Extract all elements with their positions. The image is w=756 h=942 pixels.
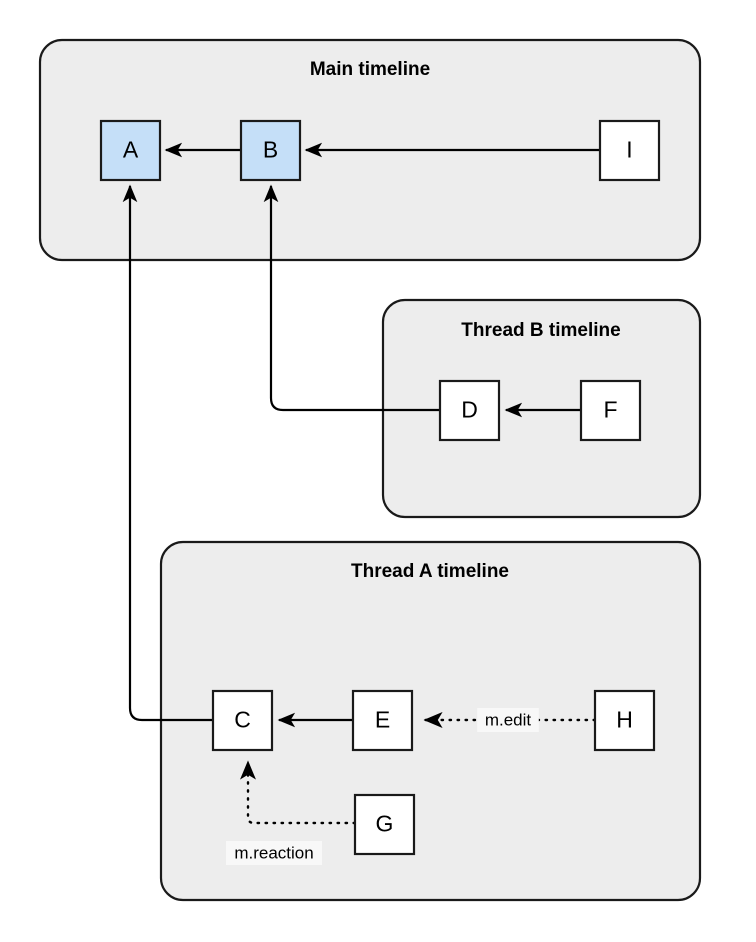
node-F[interactable]: F — [579, 379, 642, 442]
edges — [122, 142, 600, 825]
node-label-H: H — [616, 707, 633, 733]
nodes: A B I D F C E H G — [99, 119, 661, 856]
node-box-C[interactable] — [211, 689, 274, 752]
node-G[interactable]: G — [353, 793, 416, 856]
edge-labels: m.edit m.reaction — [226, 708, 539, 865]
node-box-A[interactable] — [99, 119, 162, 182]
node-label-A: A — [123, 137, 139, 163]
group-title-threada: Thread A timeline — [351, 561, 509, 582]
edge-label-bg-H-to-E — [477, 708, 539, 732]
node-label-G: G — [376, 811, 394, 837]
node-box-F[interactable] — [579, 379, 642, 442]
node-label-F: F — [603, 397, 617, 423]
group-title-threadb: Thread B timeline — [461, 320, 620, 341]
node-H[interactable]: H — [593, 689, 656, 752]
edge-label-G-to-C: m.reaction — [234, 843, 313, 862]
node-label-E: E — [375, 707, 390, 733]
node-label-B: B — [263, 137, 278, 163]
node-box-B[interactable] — [239, 119, 302, 182]
node-I[interactable]: I — [598, 119, 661, 182]
edge-label-bg-G-to-C — [226, 841, 322, 865]
node-label-I: I — [626, 137, 632, 163]
node-A[interactable]: A — [99, 119, 162, 182]
group-title-main: Main timeline — [310, 59, 430, 80]
node-box-D[interactable] — [438, 379, 501, 442]
node-box-E[interactable] — [351, 689, 414, 752]
node-E[interactable]: E — [351, 689, 414, 752]
node-box-H[interactable] — [593, 689, 656, 752]
node-D[interactable]: D — [438, 379, 501, 442]
node-box-I[interactable] — [598, 119, 661, 182]
edge-D-to-B — [263, 184, 440, 412]
node-B[interactable]: B — [239, 119, 302, 182]
node-label-C: C — [234, 707, 251, 733]
node-label-D: D — [461, 397, 478, 423]
node-box-G[interactable] — [353, 793, 416, 856]
node-C[interactable]: C — [211, 689, 274, 752]
edge-label-H-to-E: m.edit — [485, 710, 532, 729]
edge-G-to-C — [240, 760, 357, 825]
group-box-threadb — [381, 298, 702, 519]
group-threadb: Thread B timeline — [381, 298, 702, 519]
edge-C-to-A — [122, 184, 213, 722]
